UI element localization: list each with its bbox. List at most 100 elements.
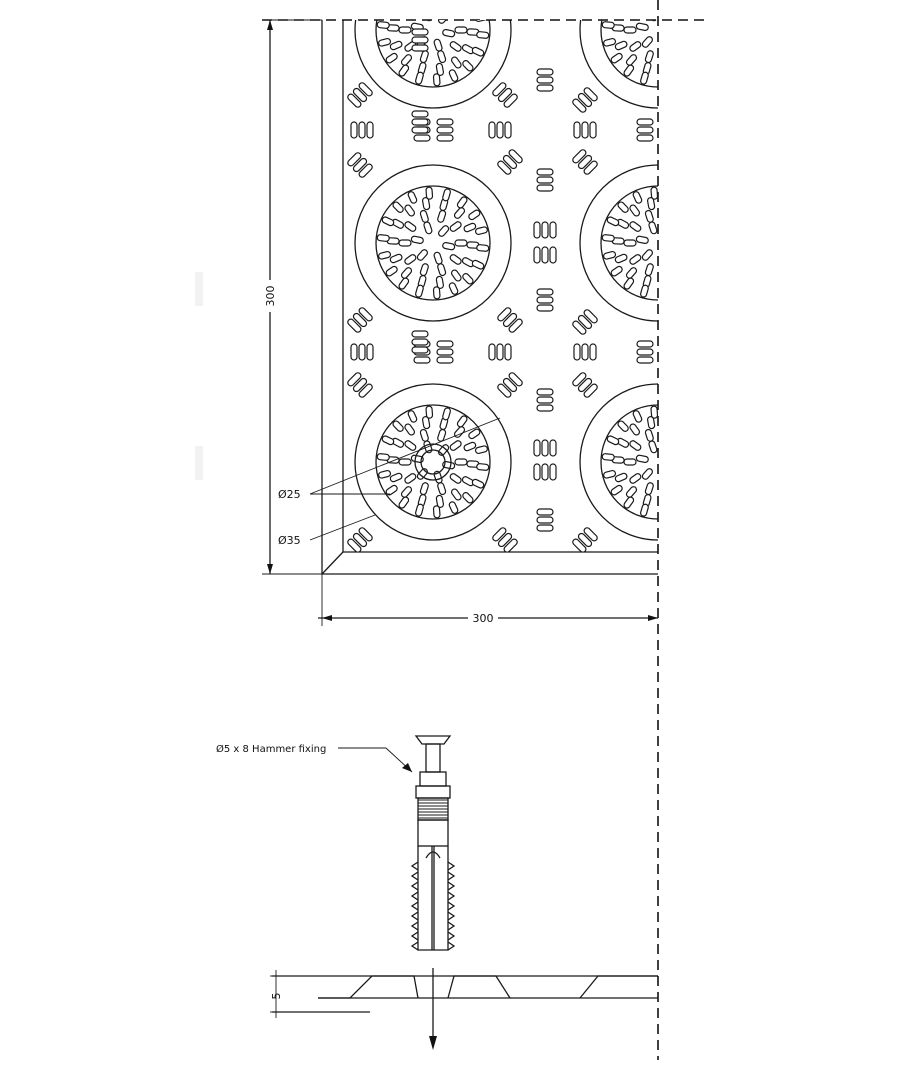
drain-slot [577,154,593,170]
stud-slot [407,191,418,204]
stud-slot [419,209,429,223]
stud-slot [389,40,403,51]
stud-slot [433,251,443,265]
fixing-note: Ø5 x 8 Hammer fixing [216,743,326,755]
stud-slot [376,453,390,461]
stud-inner-ring [600,185,658,301]
stud-slot [392,201,404,213]
stud-inner-ring [375,20,491,88]
stud-slot [623,26,637,34]
stud-slot [614,253,628,264]
drain-slot [436,340,454,348]
drain-slot [549,463,557,481]
drain-slot [497,87,513,103]
fixing-hole-inner [420,449,446,475]
drain-slot [411,36,429,44]
height-dimension: 300 [262,19,322,575]
drain-slot [536,396,554,404]
stud-slot [398,239,412,247]
drain-slot [577,532,593,548]
stud-slot [454,26,468,34]
stud-slot [681,415,693,428]
drain-slot [536,176,554,184]
stud-slot [662,444,674,457]
stud-slot [641,468,653,480]
stud-slot [404,0,416,4]
anchor-rib [447,931,456,941]
drain-slot [436,118,454,126]
stud-slot [688,9,701,19]
stud-slot [696,259,709,270]
stud-slot [450,488,462,501]
stud-slot [376,234,390,242]
stud-slot [404,473,417,484]
stud-slot [644,482,654,496]
stud-slot [644,428,654,442]
stud-slot [378,37,392,47]
drain-slot [352,312,368,328]
stud-slot [623,239,637,247]
drain-slot [536,524,554,532]
drain-slot [411,338,429,346]
stud-slot [462,273,474,285]
stud-slot [449,473,462,484]
stud-slot [629,473,642,484]
drain-slot [358,82,373,97]
stud-slot [662,482,671,495]
stud-slot [674,473,687,485]
stud-slot [629,8,642,20]
stud-slot [632,191,643,204]
drain-slot [508,318,523,333]
stud-slot [650,405,658,419]
stud-slot [603,37,617,47]
drain-slot [497,160,512,175]
drain-slot [541,221,549,239]
drain-slot [533,463,541,481]
drain-slot [504,343,512,361]
stud-slot [610,52,623,64]
stud-slot [675,56,687,69]
diameter-callouts: Ø25 Ø35 [278,417,501,547]
stud-slot [674,254,687,266]
stud-slot [400,54,413,66]
drain-slot [508,372,523,387]
margin-mark [195,272,203,306]
stud-slot [664,198,673,211]
drain-slot [503,93,518,108]
drain-slot [577,92,593,108]
stud-slot [681,196,693,209]
drain-slot [636,126,654,134]
drain-slot [411,346,429,354]
drain-slot [536,304,554,312]
stud-slot [448,69,459,82]
stud-outer-ring [354,20,512,109]
drain-slot [508,149,523,164]
stud-slot [629,204,641,217]
drain-slot [541,439,549,457]
stud-slot [617,420,629,432]
stud-slot [398,496,410,509]
stud-slot [433,38,443,52]
stud-slot [438,20,450,24]
stud-slot [680,240,692,246]
stud-slot [419,50,429,64]
stud-slot [474,20,488,23]
stud-slot [644,209,654,223]
stud-slot [648,221,658,235]
stud-slot [675,488,687,501]
stud-slot [449,440,462,451]
stud-slot [432,286,441,300]
drain-slot [536,68,554,76]
stud-slot [416,249,428,261]
stud-slot [378,469,392,479]
drain-slot [347,372,362,387]
stud-slot [415,284,424,298]
drain-slot [352,87,368,103]
stud-slot [629,41,642,52]
stud-slot [658,471,668,484]
stud-slot [617,0,630,1]
stud-slot [474,445,488,455]
stud-slot [658,39,668,52]
stud-slot [617,201,629,213]
